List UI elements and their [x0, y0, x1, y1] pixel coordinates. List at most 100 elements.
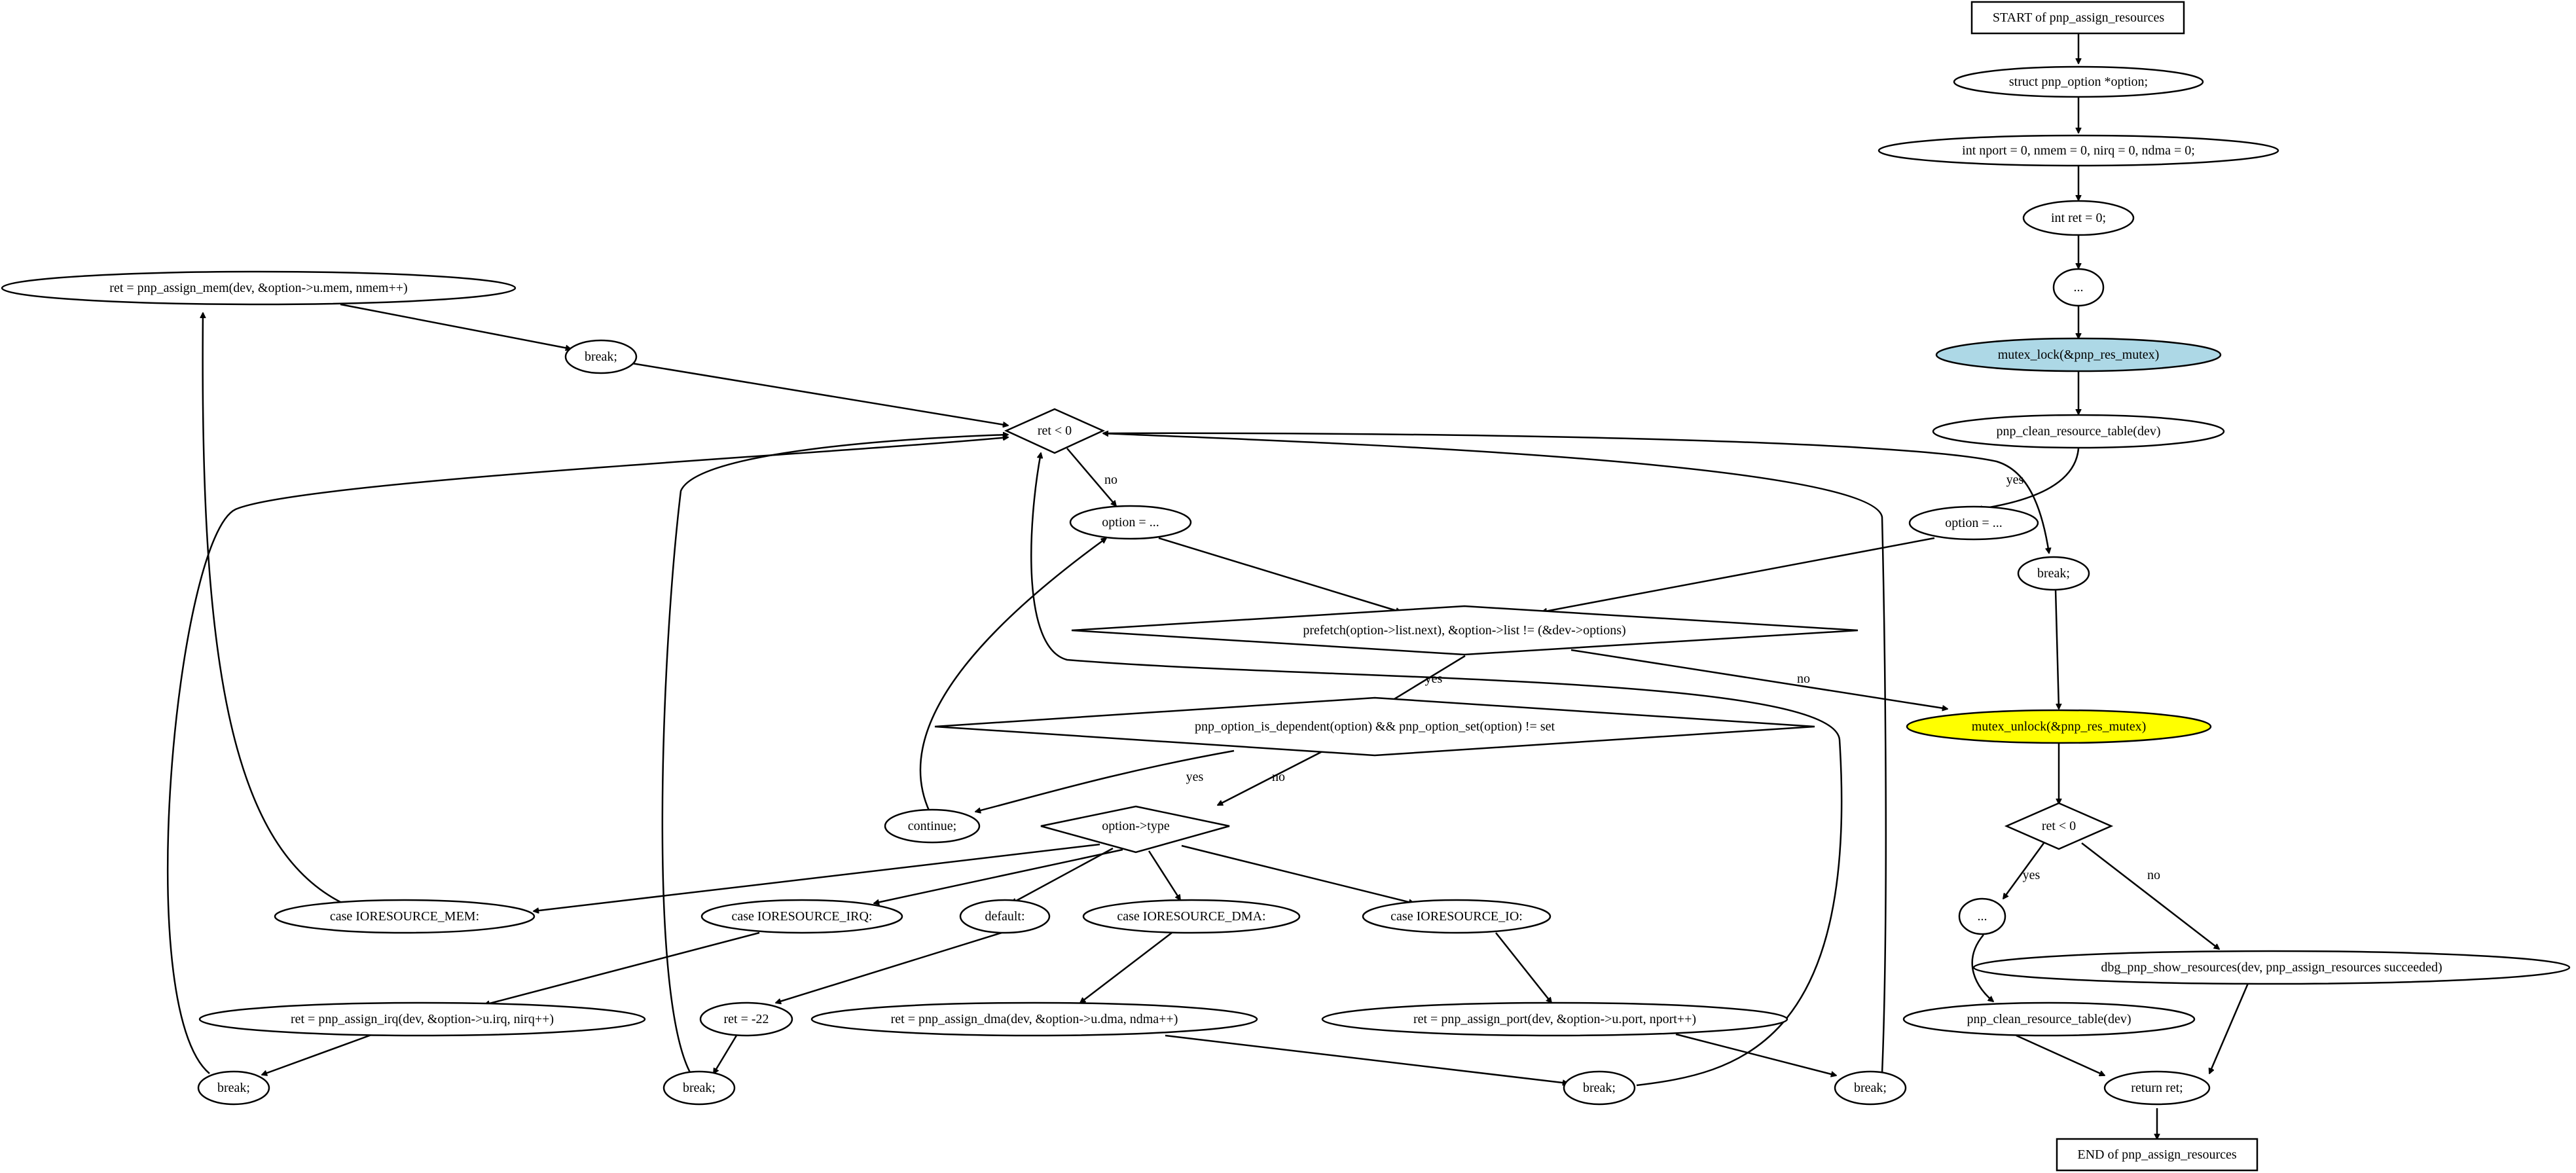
- node-start-box: [1970, 1, 2185, 35]
- node-case-mem-label: case IORESOURCE_MEM:: [330, 909, 479, 924]
- node-assign-port-shape: [1321, 1002, 1788, 1037]
- edge-clean1-to-option-init: [1977, 448, 2080, 509]
- node-dbg-label: dbg_pnp_show_resources(dev, pnp_assign_r…: [2101, 960, 2442, 975]
- node-case-default-label: default:: [985, 909, 1025, 924]
- node-start: START of pnp_assign_resources: [1970, 1, 2185, 35]
- node-assign-dma-label: ret = pnp_assign_dma(dev, &option->u.dma…: [891, 1012, 1178, 1026]
- edge-label-ret-check2-no: no: [2147, 868, 2160, 882]
- node-mutex-unlock: mutex_unlock(&pnp_res_mutex): [1906, 709, 2212, 744]
- node-break-loop-label: break;: [2037, 566, 2070, 581]
- edge-label-ret-check2-yes: yes: [2023, 868, 2041, 882]
- node-case-irq-shape: [700, 899, 903, 934]
- node-ret-check1-label: ret < 0: [1038, 424, 1072, 438]
- node-ellipsis1-shape: [2052, 268, 2105, 307]
- node-break-dma: break;: [1563, 1070, 1636, 1106]
- node-mutex-unlock-shape: [1906, 709, 2212, 744]
- node-ret-check2: ret < 0: [2004, 802, 2114, 850]
- node-continue-label: continue;: [908, 819, 956, 833]
- node-ellipsis2: ...: [1958, 897, 2006, 935]
- edge-break-loop-to-mutex-unlock: [2054, 588, 2059, 709]
- edge-ret-check1-no-to-option-next: [1066, 448, 1116, 506]
- node-clean1-label: pnp_clean_resource_table(dev): [1997, 424, 2161, 439]
- node-break-irq-shape: [197, 1070, 270, 1106]
- edge-continue-to-option-next: [919, 538, 1106, 812]
- node-clean2-label: pnp_clean_resource_table(dev): [1967, 1012, 2132, 1026]
- edge-ret-neg-to-break-default: [712, 1035, 738, 1074]
- edge-label-ret-check1-yes: yes: [2006, 473, 2024, 487]
- edge-case-default-to-ret-neg: [776, 931, 1002, 1003]
- node-end-box: [2056, 1138, 2259, 1172]
- node-decl-counts: int nport = 0, nmem = 0, nirq = 0, ndma …: [1878, 134, 2279, 167]
- edge-case-irq-to-assign-irq: [484, 931, 760, 1005]
- node-option-next-shape: [1069, 505, 1192, 540]
- edge-switch-to-case-mem: [534, 843, 1100, 911]
- node-ret-neg: ret = -22: [699, 1002, 793, 1037]
- edge-label-dep-cond-no: no: [1272, 770, 1285, 784]
- edge-ret-check1-yes-to-break-loop: [1102, 432, 2049, 553]
- node-case-dma-label: case IORESOURCE_DMA:: [1117, 909, 1265, 924]
- edge-dep-cond-yes-to-continue: [975, 749, 1235, 812]
- node-decl-ret-shape: [2022, 200, 2135, 236]
- node-return-ret-shape: [2103, 1070, 2211, 1106]
- node-continue: continue;: [884, 808, 981, 844]
- edge-case-io-to-assign-port: [1495, 932, 1551, 1003]
- node-ellipsis2-label: ...: [1978, 909, 1987, 924]
- node-break-io-label: break;: [1854, 1081, 1887, 1095]
- node-break-irq-label: break;: [217, 1081, 250, 1095]
- node-decl-ret-label: int ret = 0;: [2051, 211, 2106, 225]
- node-break-io-shape: [1834, 1070, 1907, 1106]
- node-assign-mem-shape: [1, 270, 517, 306]
- node-break-default-label: break;: [683, 1081, 716, 1095]
- node-switch-type: option->type: [1040, 805, 1230, 854]
- edge-switch-to-case-dma: [1148, 850, 1182, 900]
- edge-assign-dma-to-break-dma: [1165, 1034, 1568, 1083]
- node-ellipsis1-label: ...: [2074, 280, 2084, 295]
- node-mutex-lock-shape: [1935, 337, 2222, 372]
- node-ret-check1-shape: [1004, 408, 1106, 454]
- node-dep-cond-label: pnp_option_is_dependent(option) && pnp_o…: [1195, 719, 1555, 734]
- node-return-ret: return ret;: [2103, 1070, 2211, 1106]
- node-case-mem-shape: [274, 899, 535, 934]
- node-ret-neg-label: ret = -22: [723, 1012, 769, 1026]
- node-continue-shape: [884, 808, 981, 844]
- node-case-dma: case IORESOURCE_DMA:: [1082, 899, 1301, 934]
- node-case-io-shape: [1362, 899, 1551, 934]
- node-assign-mem: ret = pnp_assign_mem(dev, &option->u.mem…: [1, 270, 517, 306]
- node-switch-type-shape: [1040, 805, 1230, 854]
- node-option-next-label: option = ...: [1102, 515, 1159, 530]
- node-assign-port: ret = pnp_assign_port(dev, &option->u.po…: [1321, 1002, 1788, 1037]
- node-option-init: option = ...: [1908, 505, 2039, 541]
- node-ellipsis2-shape: [1958, 897, 2006, 935]
- node-dep-cond: pnp_option_is_dependent(option) && pnp_o…: [934, 696, 1815, 757]
- node-clean2: pnp_clean_resource_table(dev): [1902, 1002, 2196, 1037]
- edge-ret-check2-yes-to-ellipsis2: [2003, 842, 2045, 899]
- node-ret-check1: ret < 0: [1004, 408, 1106, 454]
- node-mutex-lock-label: mutex_lock(&pnp_res_mutex): [1998, 348, 2160, 362]
- node-break-default: break;: [662, 1070, 736, 1106]
- node-ret-check2-label: ret < 0: [2042, 819, 2076, 833]
- node-break-io: break;: [1834, 1070, 1907, 1106]
- node-dep-cond-shape: [934, 696, 1815, 757]
- node-mutex-unlock-label: mutex_unlock(&pnp_res_mutex): [1972, 719, 2147, 734]
- edge-clean2-to-return: [2016, 1034, 2105, 1075]
- node-ellipsis1: ...: [2052, 268, 2105, 307]
- edge-assign-irq-to-break-irq: [262, 1033, 374, 1075]
- node-case-default-shape: [959, 899, 1051, 934]
- node-end: END of pnp_assign_resources: [2056, 1138, 2259, 1172]
- edge-labels: no yes yes no yes no yes no: [1104, 473, 2160, 882]
- node-end-label: END of pnp_assign_resources: [2077, 1147, 2236, 1162]
- node-assign-irq: ret = pnp_assign_irq(dev, &option->u.irq…: [198, 1002, 646, 1037]
- node-dbg-shape: [1972, 950, 2571, 985]
- node-option-init-shape: [1908, 505, 2039, 541]
- edges: [166, 34, 2250, 1139]
- node-break-mem-shape: [564, 339, 638, 374]
- node-return-ret-label: return ret;: [2131, 1081, 2183, 1095]
- edge-dep-cond-no-to-switch-type: [1218, 750, 1323, 806]
- node-break-loop-shape: [2017, 556, 2090, 591]
- node-case-mem: case IORESOURCE_MEM:: [274, 899, 535, 934]
- edge-assign-mem-to-break-mem: [340, 303, 571, 349]
- node-clean2-shape: [1902, 1002, 2196, 1037]
- node-decl-option-label: struct pnp_option *option;: [2009, 75, 2148, 89]
